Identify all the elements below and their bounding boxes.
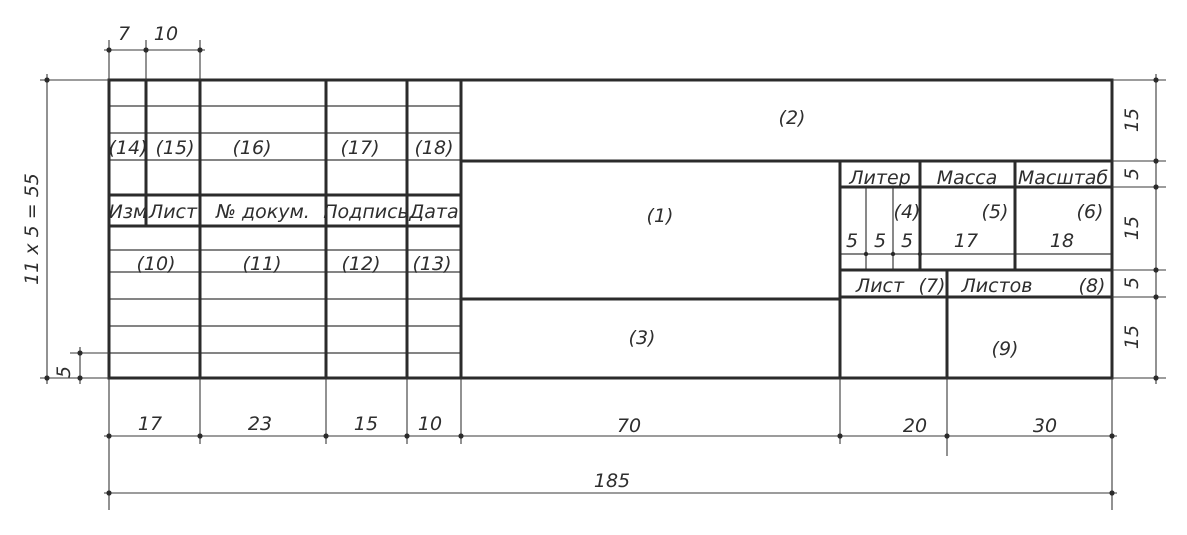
- cell-11: (11): [242, 253, 281, 275]
- cell-18: (18): [414, 137, 453, 159]
- dim-tick: [837, 433, 843, 439]
- dim-tick: [1153, 294, 1159, 300]
- cell-5: (5): [982, 201, 1009, 223]
- cell-9: (9): [992, 338, 1019, 360]
- dim-text-bottom-3: 10: [418, 413, 442, 435]
- dim-tick: [106, 47, 112, 53]
- header-labels: Изм Лист № докум. Подпись Дата Литер Мас…: [109, 167, 1109, 297]
- liter-width-1: 5: [846, 230, 858, 252]
- dim-text-right-1: 5: [1121, 168, 1143, 180]
- dim-text-left-total: 11 x 5 = 55: [21, 173, 43, 285]
- cell-3: (3): [629, 327, 656, 349]
- dim-tick: [1153, 77, 1159, 83]
- liter-nodes: [863, 251, 923, 257]
- dim-text-overall: 185: [594, 470, 630, 492]
- cell-16: (16): [232, 137, 271, 159]
- header-data: Дата: [408, 201, 458, 223]
- dim-tick: [143, 47, 149, 53]
- dim-text-bottom-6: 30: [1033, 415, 1057, 437]
- dim-text-top-10: 10: [154, 23, 178, 45]
- dim-text-right-3: 5: [1121, 277, 1143, 289]
- header-massa: Масса: [937, 167, 998, 189]
- liter-width-3: 5: [901, 230, 913, 252]
- cell-7: (7): [919, 275, 946, 297]
- node-dot: [863, 251, 869, 257]
- dimension-texts: 7 10 11 x 5 = 55 5 15 5 15 5 15 17 23 15…: [21, 23, 1143, 492]
- header-n-dokum: № докум.: [215, 201, 310, 223]
- header-podpis: Подпись: [323, 201, 408, 223]
- dim-text-bottom-4: 70: [617, 415, 641, 437]
- dim-tick: [106, 490, 112, 496]
- dim-tick: [944, 433, 950, 439]
- dim-tick: [1153, 184, 1159, 190]
- dim-tick: [1153, 375, 1159, 381]
- dim-tick: [1109, 433, 1115, 439]
- dim-tick: [77, 350, 83, 356]
- cell-1: (1): [647, 205, 674, 227]
- dim-text-top-7: 7: [118, 23, 130, 45]
- dim-text-right-0: 15: [1121, 108, 1143, 132]
- cell-2: (2): [779, 107, 806, 129]
- dim-tick: [44, 375, 50, 381]
- cell-4: (4): [894, 201, 921, 223]
- dim-tick: [1153, 158, 1159, 164]
- cell-15: (15): [155, 137, 194, 159]
- dim-tick: [323, 433, 329, 439]
- dimension-lines: [40, 40, 1166, 510]
- header-masshtab: Масштаб: [1018, 167, 1109, 189]
- liter-width-2: 5: [874, 230, 886, 252]
- cell-13: (13): [412, 253, 451, 275]
- outer-frame: [107, 78, 1114, 380]
- dim-text-bottom-2: 15: [354, 413, 378, 435]
- dim-tick: [1153, 267, 1159, 273]
- massa-width: 17: [954, 230, 978, 252]
- value-labels: 5 5 5 17 18: [846, 230, 1074, 252]
- header-izm: Изм: [109, 201, 148, 223]
- dim-text-right-4: 15: [1121, 325, 1143, 349]
- cell-14: (14): [108, 137, 147, 159]
- header-list2: Лист: [855, 275, 905, 297]
- dim-tick: [77, 375, 83, 381]
- thick-frame: [107, 78, 1114, 380]
- dim-tick: [197, 433, 203, 439]
- dim-tick: [458, 433, 464, 439]
- header-list: Лист: [148, 201, 198, 223]
- cell-17: (17): [340, 137, 379, 159]
- cell-10: (10): [136, 253, 175, 275]
- header-listov: Листов: [961, 275, 1033, 297]
- masshtab-width: 18: [1050, 230, 1074, 252]
- node-dot: [917, 251, 923, 257]
- cell-6: (6): [1077, 201, 1104, 223]
- dim-text-bottom-5: 20: [903, 415, 927, 437]
- cell-labels: (2) (1) (3) (14) (15) (16) (17) (18) (10…: [108, 107, 1105, 360]
- cell-8: (8): [1079, 275, 1106, 297]
- header-liter: Литер: [848, 167, 910, 189]
- thin-row-lines: [109, 105, 1112, 354]
- cell-12: (12): [341, 253, 380, 275]
- dim-tick: [44, 77, 50, 83]
- dim-tick: [1109, 490, 1115, 496]
- dim-text-left-5: 5: [53, 366, 75, 378]
- dim-tick: [106, 433, 112, 439]
- dim-text-right-2: 15: [1121, 216, 1143, 240]
- dim-text-bottom-0: 17: [138, 413, 162, 435]
- dim-tick: [404, 433, 410, 439]
- dim-text-bottom-1: 23: [248, 413, 272, 435]
- dim-tick: [197, 47, 203, 53]
- node-dot: [890, 251, 896, 257]
